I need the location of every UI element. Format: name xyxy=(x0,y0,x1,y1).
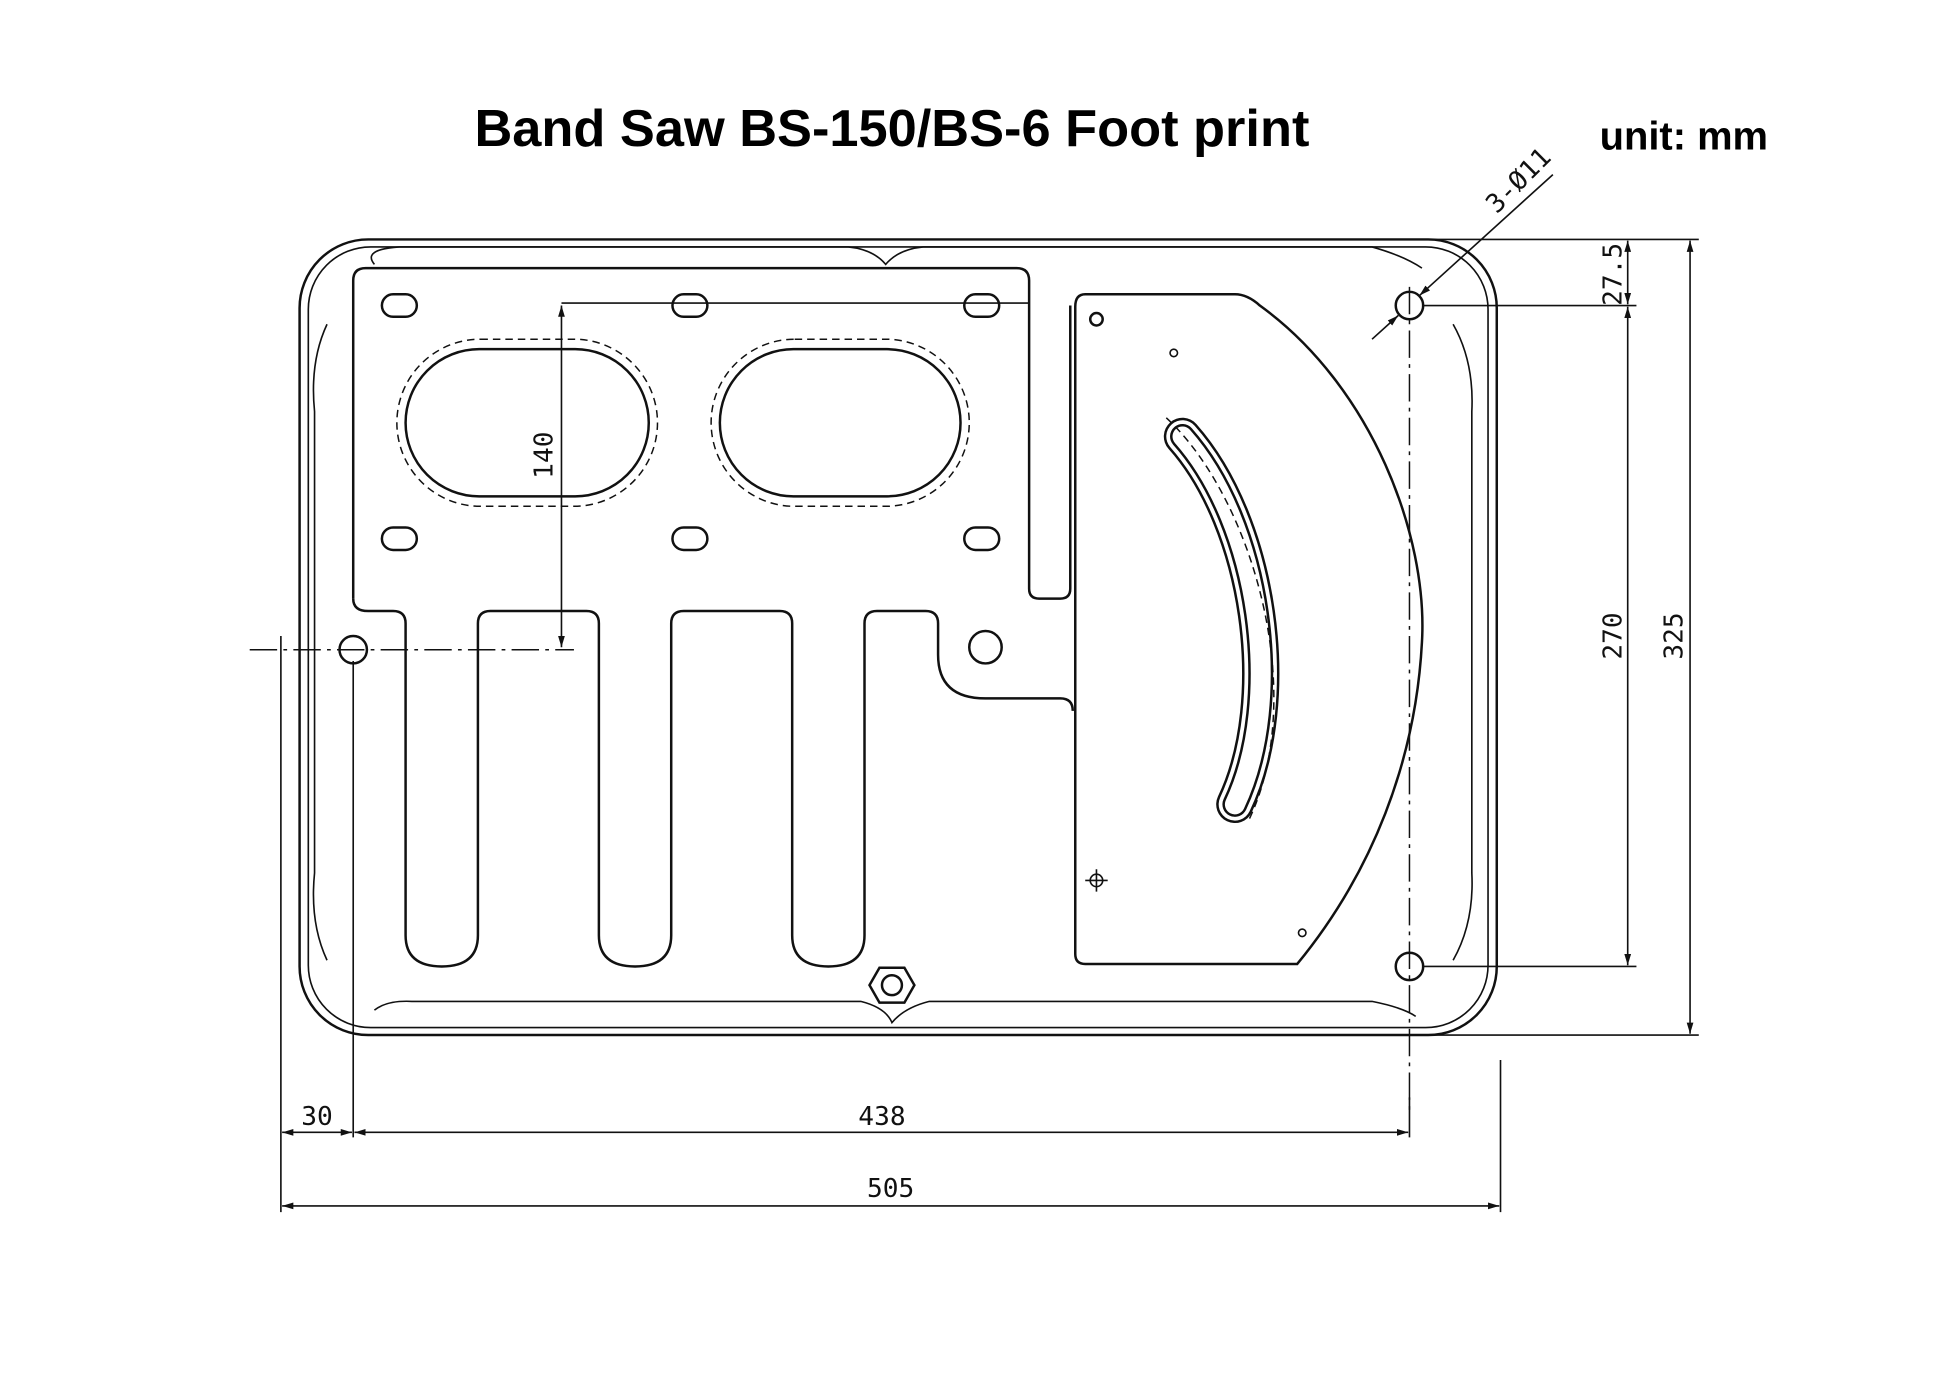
base-inner-outline xyxy=(307,246,1489,1029)
base-outer-outline xyxy=(298,238,1499,1037)
dim-325: 325 xyxy=(1660,612,1690,659)
hole-leader-line xyxy=(1418,173,1554,297)
base-rim xyxy=(312,246,1473,1025)
blade-slot xyxy=(1163,417,1280,824)
dim-270: 270 xyxy=(1598,612,1628,659)
drawing-title: Band Saw BS-150/BS-6 Foot print xyxy=(474,100,1309,158)
mounting-slots xyxy=(380,293,1001,552)
saw-table xyxy=(1074,293,1424,966)
hex-nut xyxy=(868,966,916,1004)
plate-fingers xyxy=(351,598,1075,968)
large-openings xyxy=(396,338,971,508)
table-pivot-mark xyxy=(1085,869,1108,892)
dim-27-5: 27.5 xyxy=(1598,243,1628,306)
dim-30: 30 xyxy=(301,1102,333,1132)
dim-438: 438 xyxy=(858,1102,905,1132)
dim-140: 140 xyxy=(530,432,560,479)
motor-plate xyxy=(351,266,1072,600)
unit-label: unit: mm xyxy=(1600,115,1768,159)
dim-505: 505 xyxy=(867,1174,914,1204)
